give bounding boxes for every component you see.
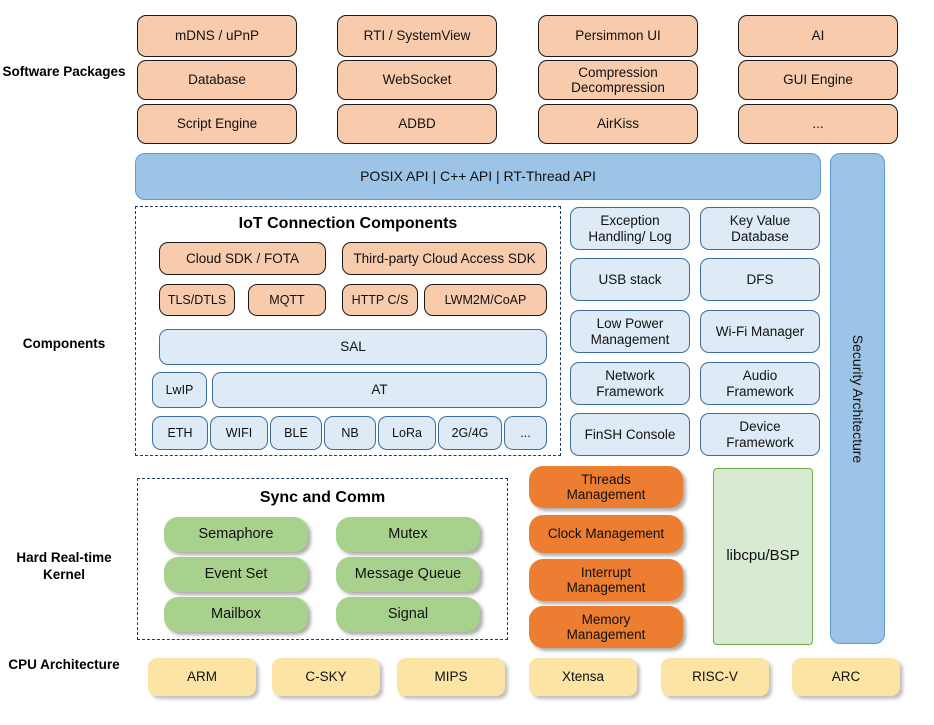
cpu-mips[interactable]: MIPS	[397, 658, 505, 696]
row-label-cpu-architecture: CPU Architecture	[8, 657, 120, 672]
iot-mqtt[interactable]: MQTT	[248, 284, 326, 316]
component-device-framework[interactable]: Device Framework	[700, 413, 820, 456]
kernel-threads-management[interactable]: Threads Management	[529, 466, 683, 508]
component-wifi-manager[interactable]: Wi-Fi Manager	[700, 310, 820, 353]
security-architecture-label: Security Architecture	[849, 334, 866, 463]
cpu-c-sky[interactable]: C-SKY	[272, 658, 380, 696]
iot-http-cs[interactable]: HTTP C/S	[342, 284, 418, 316]
kernel-memory-management[interactable]: Memory Management	[529, 606, 683, 648]
iot-cloud-sdk-fota[interactable]: Cloud SDK / FOTA	[159, 242, 326, 275]
cpu-arm[interactable]: ARM	[148, 658, 256, 696]
component-audio-framework[interactable]: Audio Framework	[700, 362, 820, 405]
iot-link-ble[interactable]: BLE	[270, 416, 322, 450]
package-persimmon-ui[interactable]: Persimmon UI	[538, 15, 698, 57]
kernel-signal[interactable]: Signal	[336, 597, 480, 632]
iot-link-2g4g[interactable]: 2G/4G	[438, 416, 502, 450]
package-mdns-upnp[interactable]: mDNS / uPnP	[137, 15, 297, 57]
package-gui-engine[interactable]: GUI Engine	[738, 60, 898, 100]
sync-and-comm-title: Sync and Comm	[259, 489, 386, 506]
api-bar: POSIX API | C++ API | RT-Thread API	[135, 153, 821, 200]
iot-link-lora[interactable]: LoRa	[378, 416, 436, 450]
kernel-message-queue[interactable]: Message Queue	[336, 557, 480, 592]
row-label-kernel: Hard Real-time Kernel	[16, 550, 112, 582]
iot-at[interactable]: AT	[212, 372, 547, 408]
kernel-mutex[interactable]: Mutex	[336, 517, 480, 552]
iot-link-eth[interactable]: ETH	[152, 416, 208, 450]
iot-third-party-cloud-access-sdk[interactable]: Third-party Cloud Access SDK	[342, 242, 547, 275]
package-ellipsis[interactable]: ...	[738, 104, 898, 144]
kernel-interrupt-management[interactable]: Interrupt Management	[529, 559, 683, 601]
component-network-framework[interactable]: Network Framework	[570, 362, 690, 405]
cpu-arc[interactable]: ARC	[792, 658, 900, 696]
iot-tls-dtls[interactable]: TLS/DTLS	[159, 284, 235, 316]
iot-link-ellipsis[interactable]: ...	[504, 416, 547, 450]
kernel-event-set[interactable]: Event Set	[164, 557, 308, 592]
kernel-mailbox[interactable]: Mailbox	[164, 597, 308, 632]
security-architecture-bar: Security Architecture	[830, 153, 885, 644]
cpu-risc-v[interactable]: RISC-V	[661, 658, 769, 696]
cpu-xtensa[interactable]: Xtensa	[529, 658, 637, 696]
component-exception-handling-log[interactable]: Exception Handling/ Log	[570, 207, 690, 250]
iot-sal[interactable]: SAL	[159, 329, 547, 365]
kernel-clock-management[interactable]: Clock Management	[529, 515, 683, 553]
package-script-engine[interactable]: Script Engine	[137, 104, 297, 144]
component-dfs[interactable]: DFS	[700, 258, 820, 301]
iot-lwip[interactable]: LwIP	[152, 372, 207, 408]
iot-link-nb[interactable]: NB	[324, 416, 376, 450]
package-adbd[interactable]: ADBD	[337, 104, 497, 144]
package-rti-systemview[interactable]: RTI / SystemView	[337, 15, 497, 57]
row-label-software-packages: Software Packages	[2, 64, 126, 79]
package-database[interactable]: Database	[137, 60, 297, 100]
libcpu-bsp[interactable]: libcpu/BSP	[713, 468, 813, 645]
component-low-power-management[interactable]: Low Power Management	[570, 310, 690, 353]
component-key-value-database[interactable]: Key Value Database	[700, 207, 820, 250]
package-websocket[interactable]: WebSocket	[337, 60, 497, 100]
package-ai[interactable]: AI	[738, 15, 898, 57]
package-airkiss[interactable]: AirKiss	[538, 104, 698, 144]
component-finsh-console[interactable]: FinSH Console	[570, 413, 690, 456]
iot-connection-components-title: IoT Connection Components	[238, 215, 458, 232]
component-usb-stack[interactable]: USB stack	[570, 258, 690, 301]
kernel-semaphore[interactable]: Semaphore	[164, 517, 308, 552]
row-label-components: Components	[22, 336, 106, 351]
iot-link-wifi[interactable]: WIFI	[210, 416, 268, 450]
iot-lwm2m-coap[interactable]: LWM2M/CoAP	[424, 284, 547, 316]
package-compression-decompression[interactable]: Compression Decompression	[538, 60, 698, 100]
